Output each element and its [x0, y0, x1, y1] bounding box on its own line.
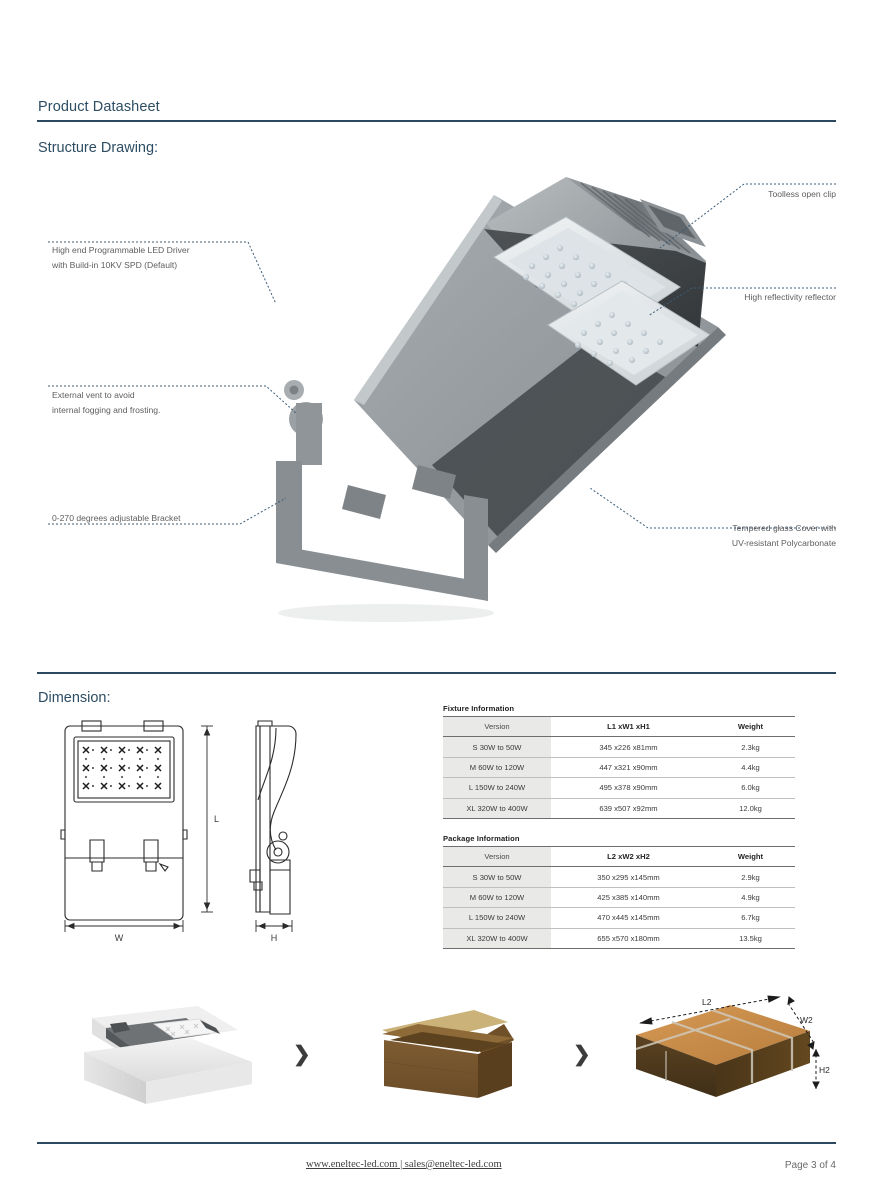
package-information-block: Package Information Version L2 xW2 xH2 W… [443, 834, 795, 949]
table-row: L 150W to 240W 470 x445 x145mm 6.7kg [443, 907, 795, 929]
carton-width-label: W2 [800, 1015, 813, 1025]
front-view-height-label: L [214, 814, 219, 824]
section-title-structure: Structure Drawing: [38, 140, 159, 156]
cell-dimensions: 639 x507 x92mm [551, 798, 706, 819]
annotation-led-driver: High end Programmable LED Driver with Bu… [52, 243, 190, 273]
front-view-width-label: W [115, 933, 124, 943]
cell-dimensions: 425 x385 x140mm [551, 887, 706, 909]
fixture-information-table: Version L1 xW1 xH1 Weight S 30W to 50W 3… [443, 715, 795, 819]
col-header-version: Version [443, 715, 551, 738]
annotation-glass-cover-line2: UV-resistant Polycarbonate [731, 538, 836, 549]
package-information-table: Version L2 xW2 xH2 Weight S 30W to 50W 3… [443, 845, 795, 949]
cell-version: S 30W to 50W [443, 866, 551, 888]
annotation-reflector-line1: High reflectivity reflector [744, 292, 836, 302]
packaging-photo-sealed-carton: L2 W2 H2 [620, 985, 835, 1110]
cell-weight: 6.7kg [706, 907, 795, 929]
table-row: M 60W to 120W 425 x385 x140mm 4.9kg [443, 887, 795, 909]
cell-dimensions: 345 x226 x81mm [551, 736, 706, 758]
cell-weight: 13.5kg [706, 928, 795, 949]
packaging-photo-open-carton [378, 1000, 558, 1110]
table-header-row: Version L2 xW2 xH2 Weight [443, 845, 795, 868]
cell-dimensions: 495 x378 x90mm [551, 777, 706, 799]
cell-weight: 6.0kg [706, 777, 795, 799]
annotation-toolless-clip: Toolless open clip [768, 187, 836, 202]
annotation-toolless-clip-line1: Toolless open clip [768, 189, 836, 199]
side-view-width-label: H [271, 933, 278, 943]
cell-version: XL 320W to 400W [443, 798, 551, 819]
annotation-reflector: High reflectivity reflector [744, 290, 836, 305]
annotation-adjustable-bracket: 0-270 degrees adjustable Bracket [52, 511, 181, 526]
cell-version: M 60W to 120W [443, 887, 551, 909]
page-title: Product Datasheet [38, 99, 160, 115]
annotation-glass-cover: Tempered glass Cover with UV-resistant P… [732, 521, 836, 551]
header-divider [37, 120, 836, 122]
cell-weight: 2.3kg [706, 736, 795, 758]
cell-weight: 4.9kg [706, 887, 795, 909]
leader-line-reflector [647, 286, 836, 318]
table-row: S 30W to 50W 345 x226 x81mm 2.3kg [443, 736, 795, 758]
col-header-dimensions: L1 xW1 xH1 [551, 715, 706, 738]
package-table-caption: Package Information [443, 834, 520, 843]
carton-length-label: L2 [702, 997, 712, 1007]
annotation-glass-cover-line1: Tempered glass Cover with [732, 523, 836, 533]
footer-contact-link[interactable]: www.eneltec-led.com | sales@eneltec-led.… [306, 1159, 502, 1170]
table-row: S 30W to 50W 350 x295 x145mm 2.9kg [443, 866, 795, 888]
fixture-information-block: Fixture Information Version L1 xW1 xH1 W… [443, 704, 795, 819]
leader-line-glass-cover [589, 487, 836, 534]
table-row: XL 320W to 400W 639 x507 x92mm 12.0kg [443, 798, 795, 819]
cell-version: S 30W to 50W [443, 736, 551, 758]
cell-version: M 60W to 120W [443, 757, 551, 779]
cell-version: L 150W to 240W [443, 777, 551, 799]
cell-weight: 4.4kg [706, 757, 795, 779]
section-title-dimension: Dimension: [38, 690, 111, 706]
annotation-external-vent-line2: internal fogging and frosting. [52, 405, 161, 416]
fixture-table-caption: Fixture Information [443, 704, 515, 713]
col-header-dimensions: L2 xW2 xH2 [551, 845, 706, 868]
annotation-external-vent: External vent to avoid internal fogging … [52, 388, 160, 418]
drawing-front-view: L W [52, 712, 232, 944]
col-header-weight: Weight [706, 845, 795, 868]
col-header-weight: Weight [706, 715, 795, 738]
table-header-row: Version L1 xW1 xH1 Weight [443, 715, 795, 738]
table-row: XL 320W to 400W 655 x570 x180mm 13.5kg [443, 928, 795, 949]
cell-dimensions: 350 x295 x145mm [551, 866, 706, 888]
annotation-led-driver-line1: High end Programmable LED Driver [52, 245, 190, 255]
table-row: M 60W to 120W 447 x321 x90mm 4.4kg [443, 757, 795, 779]
table-row: L 150W to 240W 495 x378 x90mm 6.0kg [443, 777, 795, 799]
carton-height-label: H2 [819, 1065, 830, 1075]
flow-arrow-2: ❯ [573, 1043, 591, 1066]
footer-page-number: Page 3 of 4 [784, 1160, 836, 1171]
cell-version: L 150W to 240W [443, 907, 551, 929]
cell-dimensions: 447 x321 x90mm [551, 757, 706, 779]
annotation-external-vent-line1: External vent to avoid [52, 390, 135, 400]
leader-line-bracket [48, 497, 288, 528]
cell-version: XL 320W to 400W [443, 928, 551, 949]
annotation-led-driver-line2: with Build-in 10KV SPD (Default) [52, 260, 178, 271]
drawing-side-view: H [236, 712, 344, 944]
footer-divider [37, 1142, 836, 1144]
leader-line-toolless-clip [659, 182, 836, 250]
leader-line-external-vent [48, 383, 298, 415]
cell-weight: 2.9kg [706, 866, 795, 888]
cell-dimensions: 655 x570 x180mm [551, 928, 706, 949]
col-header-version: Version [443, 845, 551, 868]
leader-line-led-driver [48, 238, 278, 308]
packaging-photo-foam-tray [70, 1000, 260, 1110]
cell-weight: 12.0kg [706, 798, 795, 819]
annotation-adjustable-bracket-line1: 0-270 degrees adjustable Bracket [52, 513, 181, 523]
dimension-divider [37, 672, 836, 674]
flow-arrow-1: ❯ [293, 1043, 311, 1066]
cell-dimensions: 470 x445 x145mm [551, 907, 706, 929]
